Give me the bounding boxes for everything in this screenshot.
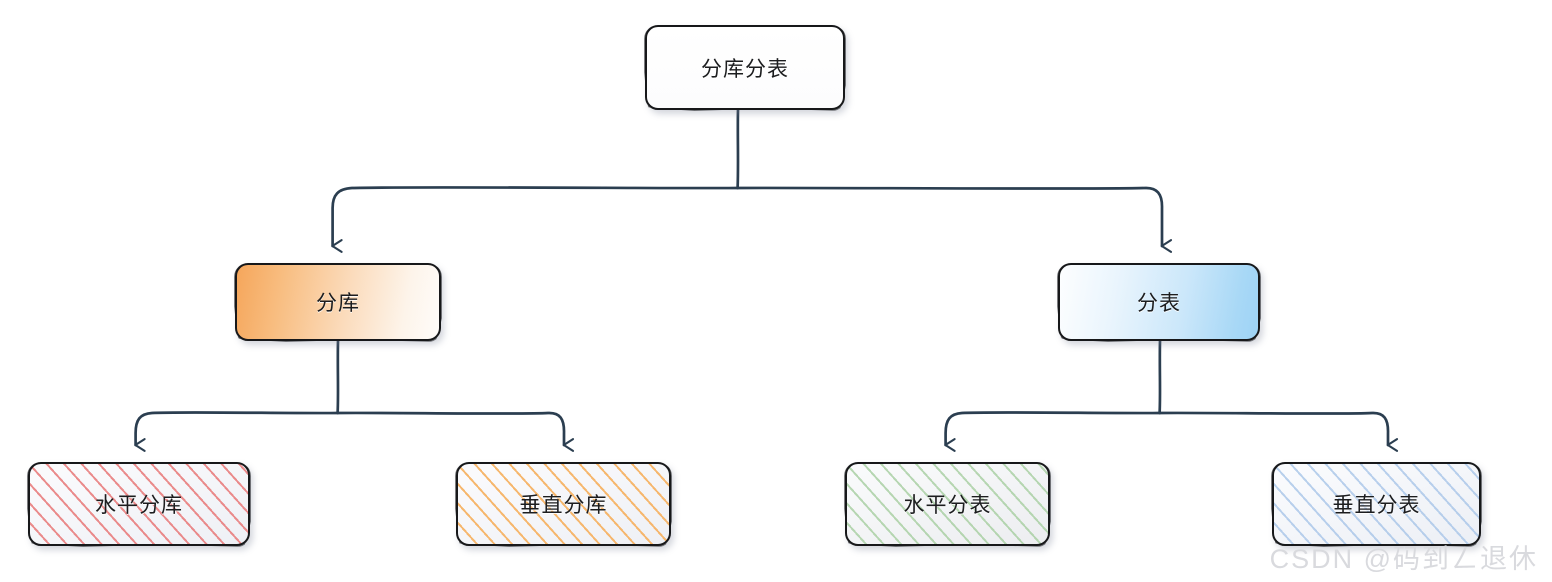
node-vertical-fenku-label: 垂直分库 xyxy=(519,494,608,517)
edge-db-to-vdb xyxy=(336,411,575,452)
node-vertical-fenbiao-label: 垂直分表 xyxy=(1332,494,1421,517)
node-fenku-label: 分库 xyxy=(316,292,360,315)
node-horizontal-fenbiao-label: 水平分表 xyxy=(903,494,992,517)
edge-root-to-db xyxy=(331,186,739,253)
edge-tbl-to-vtbl xyxy=(1158,411,1399,452)
edge-tbl-to-htbl xyxy=(944,411,1161,452)
node-horizontal-fenbiao[interactable]: 水平分表 xyxy=(845,462,1050,546)
node-root-label: 分库分表 xyxy=(701,57,789,81)
watermark: CSDN @码到ㄥ退休 xyxy=(1269,544,1538,574)
edge-root-to-tbl xyxy=(736,186,1173,253)
node-horizontal-fenku[interactable]: 水平分库 xyxy=(28,462,250,546)
node-fenku[interactable]: 分库 xyxy=(235,263,441,341)
node-fenbiao-label: 分表 xyxy=(1137,292,1181,315)
node-vertical-fenbiao[interactable]: 垂直分表 xyxy=(1272,462,1481,546)
node-vertical-fenku[interactable]: 垂直分库 xyxy=(456,462,671,546)
edge-db-to-hdb xyxy=(134,411,339,452)
node-root[interactable]: 分库分表 xyxy=(645,25,845,110)
node-horizontal-fenku-label: 水平分库 xyxy=(95,494,183,517)
node-fenbiao[interactable]: 分表 xyxy=(1058,263,1260,341)
